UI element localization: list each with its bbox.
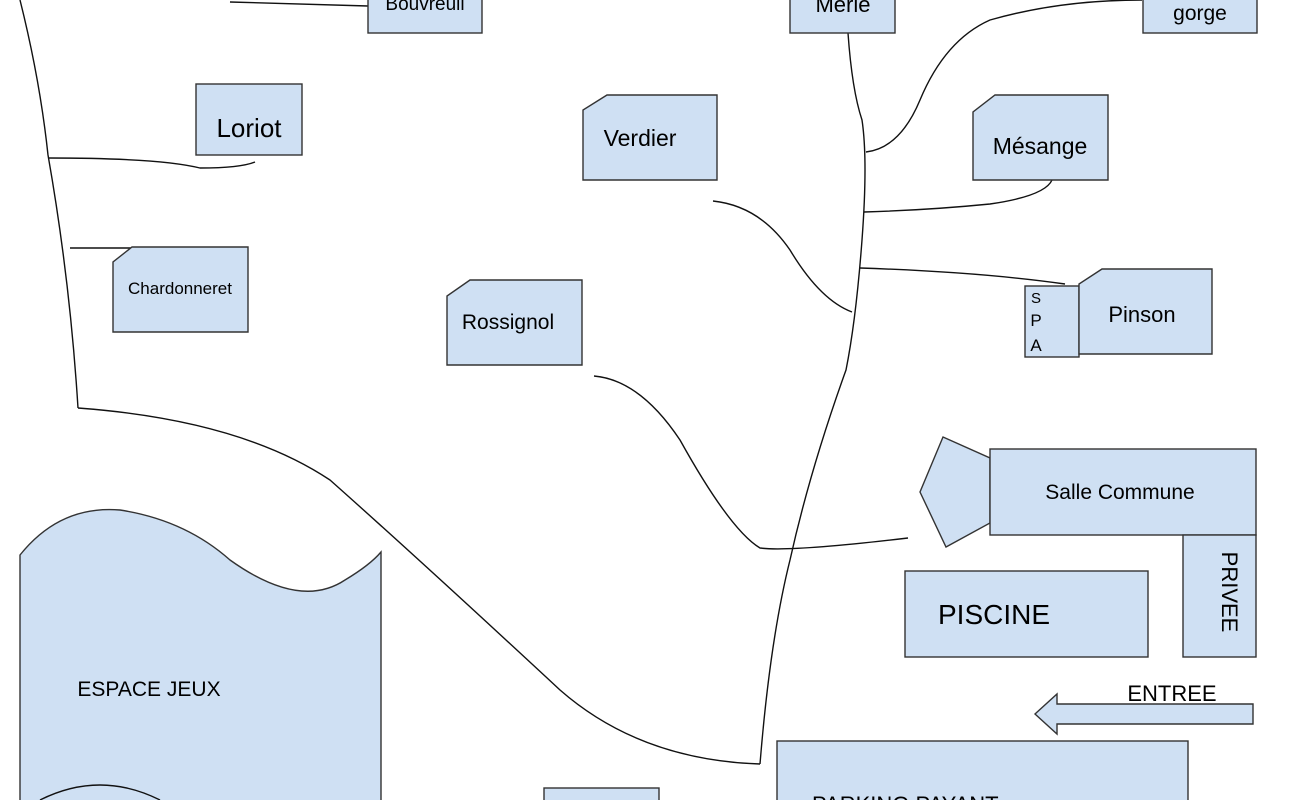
gorge-cabin[interactable]: gorge (1142, 0, 1258, 34)
rossignol-label: Rossignol (462, 311, 554, 334)
left-boundary-path (19, 0, 79, 409)
spa-letter-p: P (1030, 311, 1041, 330)
loriot-branch-path (47, 157, 256, 169)
verdier-cabin[interactable]: Verdier (582, 94, 718, 181)
privee-label: PRIVEE (1217, 552, 1242, 633)
mesange-label: Mésange (993, 133, 1088, 159)
parking-label: PARKING PAYANT (812, 792, 999, 800)
main-vertical-path (759, 32, 866, 765)
salle-commune-building[interactable]: Salle Commune (919, 436, 1257, 548)
piscine-label: PISCINE (938, 599, 1050, 630)
spa-building[interactable]: S P A (1024, 285, 1080, 358)
bouvreuil-label: Bouvreuil (385, 0, 464, 15)
top-left-path (229, 1, 369, 7)
rossignol-branch-path (593, 375, 909, 550)
spa-letter-a: A (1030, 336, 1042, 355)
entree-marker: ENTREE (1033, 681, 1254, 736)
bouvreuil-cabin[interactable]: Bouvreuil (367, 0, 483, 34)
lower-diagonal-path (77, 407, 761, 765)
loriot-cabin[interactable]: Loriot (195, 83, 303, 156)
parking-area[interactable]: PARKING PAYANT (776, 740, 1189, 800)
mesange-cabin[interactable]: Mésange (972, 94, 1109, 181)
pinson-branch-path (859, 267, 1066, 285)
gorge-label: gorge (1173, 2, 1227, 25)
chardonneret-label: Chardonneret (128, 279, 232, 298)
piscine-pool[interactable]: PISCINE (904, 570, 1149, 658)
pinson-cabin[interactable]: Pinson (1078, 268, 1213, 355)
gorge-branch-path (865, 0, 1143, 153)
bottom-small-building[interactable] (543, 787, 660, 800)
entree-label: ENTREE (1127, 681, 1216, 706)
verdier-branch-path (712, 200, 853, 313)
pinson-label: Pinson (1108, 302, 1175, 327)
espace-jeux-inner-curve (39, 784, 161, 800)
paths (19, 0, 1143, 765)
merle-label: Merle (815, 0, 870, 17)
espace-jeux-label: ESPACE JEUX (77, 678, 220, 701)
chardonneret-cabin[interactable]: Chardonneret (112, 246, 249, 333)
salle-commune-label: Salle Commune (1045, 481, 1194, 504)
spa-letter-s: S (1031, 290, 1041, 307)
entree-arrow-icon (1033, 692, 1254, 736)
mesange-branch-path (863, 179, 1053, 213)
verdier-label: Verdier (604, 125, 677, 151)
privee-building[interactable]: PRIVEE (1182, 534, 1257, 658)
espace-jeux-area[interactable]: ESPACE JEUX (19, 508, 382, 800)
rossignol-cabin[interactable]: Rossignol (446, 279, 583, 366)
merle-cabin[interactable]: Merle (789, 0, 896, 34)
loriot-label: Loriot (216, 113, 282, 143)
